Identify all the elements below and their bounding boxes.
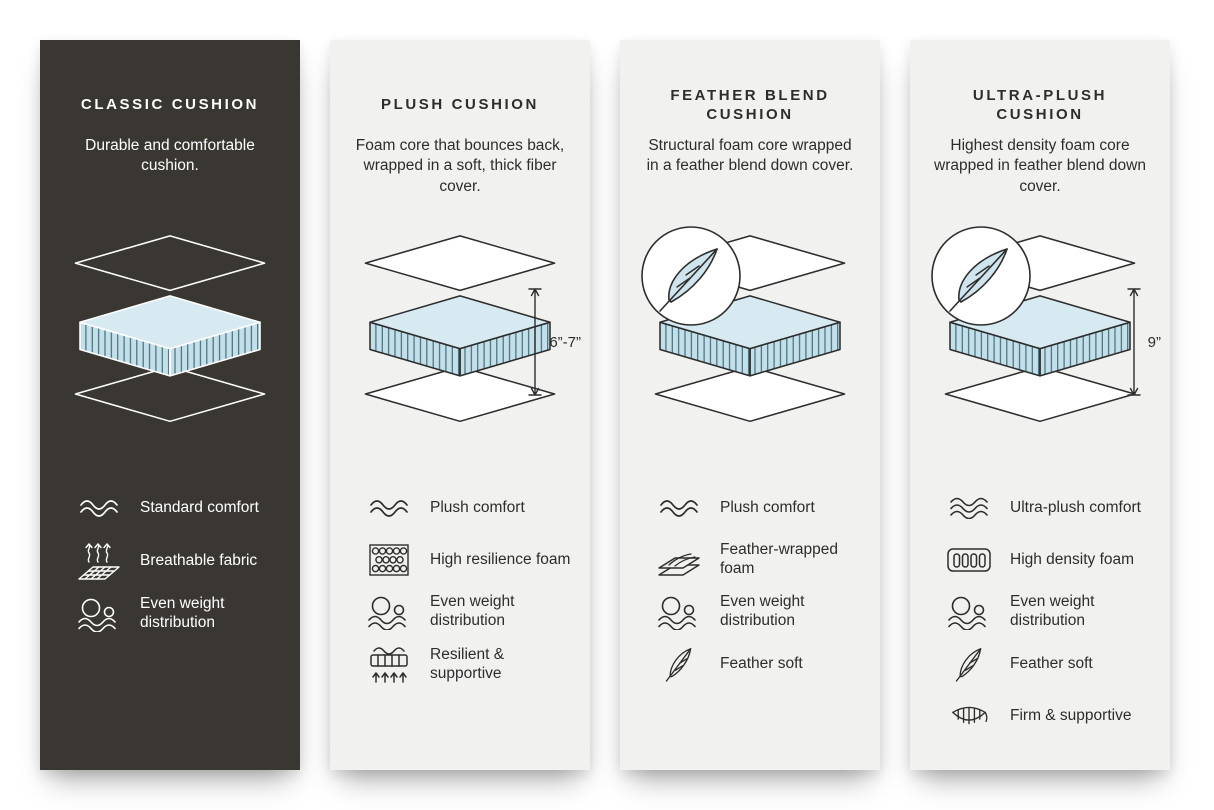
dimension-line-icon (527, 286, 543, 398)
feature-label: Feather soft (720, 654, 803, 672)
feature-label: Feather soft (1010, 654, 1093, 672)
wave-comfort-icon (79, 499, 119, 517)
high-density-foam-icon (946, 546, 992, 574)
feature-label: Even weight distribution (140, 595, 225, 631)
feature-row: Feather soft (654, 644, 880, 684)
feature-row: Standard comfort (74, 488, 300, 528)
cushion-comparison-cards: CLASSIC CUSHION Durable and comfortable … (40, 40, 1170, 770)
card-description: Foam core that bounces back, wrapped in … (355, 137, 565, 195)
feature-label: Resilient & supportive (430, 646, 505, 682)
card-description: Durable and comfortable cushion. (85, 137, 255, 175)
cushion-diagram (645, 234, 855, 442)
feature-row: Firm & supportive (944, 696, 1170, 736)
card-ultra-plush-cushion: ULTRA-PLUSH CUSHION Highest density foam… (910, 40, 1170, 770)
dimension-line-icon (1126, 286, 1142, 398)
cushion-diagram: 6”-7” (355, 234, 581, 442)
feather-wrapped-foam-icon (656, 542, 702, 578)
card-plush-cushion: PLUSH CUSHION Foam core that bounces bac… (330, 40, 590, 770)
feature-row: Even weight distribution (654, 592, 880, 632)
even-weight-icon (946, 594, 992, 630)
feature-label: Breathable fabric (140, 551, 258, 569)
feature-row: Even weight distribution (364, 592, 590, 632)
feature-label: Plush comfort (720, 498, 815, 516)
card-description: Highest density foam core wrapped in fea… (934, 137, 1146, 195)
height-label: 9” (1147, 333, 1161, 351)
height-dimension: 9” (1126, 286, 1161, 398)
feature-list: Plush comfort Feather-wrapped foam Even … (620, 488, 880, 684)
feature-label: High resilience foam (430, 550, 571, 568)
feature-list: Plush comfort High resilience foam Even … (330, 488, 590, 686)
feature-row: Plush comfort (364, 488, 590, 528)
feature-label: Ultra-plush comfort (1010, 498, 1141, 516)
card-title: ULTRA-PLUSH CUSHION (972, 86, 1108, 124)
resilient-supportive-icon (366, 644, 412, 686)
feature-row: Ultra-plush comfort (944, 488, 1170, 528)
wave-comfort-icon (659, 499, 699, 517)
feature-label: Standard comfort (140, 498, 259, 516)
breathable-fabric-icon (76, 540, 122, 582)
feature-row: High density foam (944, 540, 1170, 580)
feature-row: Even weight distribution (74, 594, 300, 634)
feather-badge-icon (639, 224, 743, 328)
wave-comfort-icon (369, 499, 409, 517)
feature-row: High resilience foam (364, 540, 590, 580)
feature-label: Plush comfort (430, 498, 525, 516)
feature-row: Even weight distribution (944, 592, 1170, 632)
card-title: PLUSH CUSHION (381, 96, 539, 114)
card-description: Structural foam core wrapped in a feathe… (646, 137, 854, 175)
cushion-layers-illustration (70, 234, 270, 425)
feature-row: Feather-wrapped foam (654, 540, 880, 580)
feature-row: Resilient & supportive (364, 644, 590, 686)
card-classic-cushion: CLASSIC CUSHION Durable and comfortable … (40, 40, 300, 770)
even-weight-icon (656, 594, 702, 630)
resilience-foam-icon (368, 542, 410, 578)
height-dimension: 6”-7” (527, 286, 581, 398)
card-title: CLASSIC CUSHION (80, 96, 260, 114)
feature-list: Standard comfort Breathable fabric Even … (40, 488, 300, 634)
card-title: FEATHER BLEND CUSHION (670, 86, 830, 124)
feature-list: Ultra-plush comfort High density foam Ev… (910, 488, 1170, 736)
feather-icon (662, 644, 696, 684)
feature-label: Even weight distribution (430, 593, 515, 629)
feature-label: Firm & supportive (1010, 706, 1132, 724)
feature-label: Even weight distribution (1010, 593, 1095, 629)
even-weight-icon (76, 596, 122, 632)
feature-row: Plush comfort (654, 488, 880, 528)
feature-label: Even weight distribution (720, 593, 805, 629)
firm-supportive-icon (947, 698, 991, 734)
even-weight-icon (366, 594, 412, 630)
cushion-diagram: 9” (935, 234, 1161, 442)
feature-label: High density foam (1010, 550, 1135, 568)
feather-badge-icon (929, 224, 1033, 328)
feather-icon (952, 644, 986, 684)
feature-row: Feather soft (944, 644, 1170, 684)
feature-label: Feather-wrapped foam (720, 541, 839, 577)
cushion-diagram (65, 234, 275, 442)
card-feather-blend-cushion: FEATHER BLEND CUSHION Structural foam co… (620, 40, 880, 770)
feature-row: Breathable fabric (74, 540, 300, 582)
height-label: 6”-7” (549, 333, 581, 351)
ultra-wave-comfort-icon (949, 497, 989, 519)
